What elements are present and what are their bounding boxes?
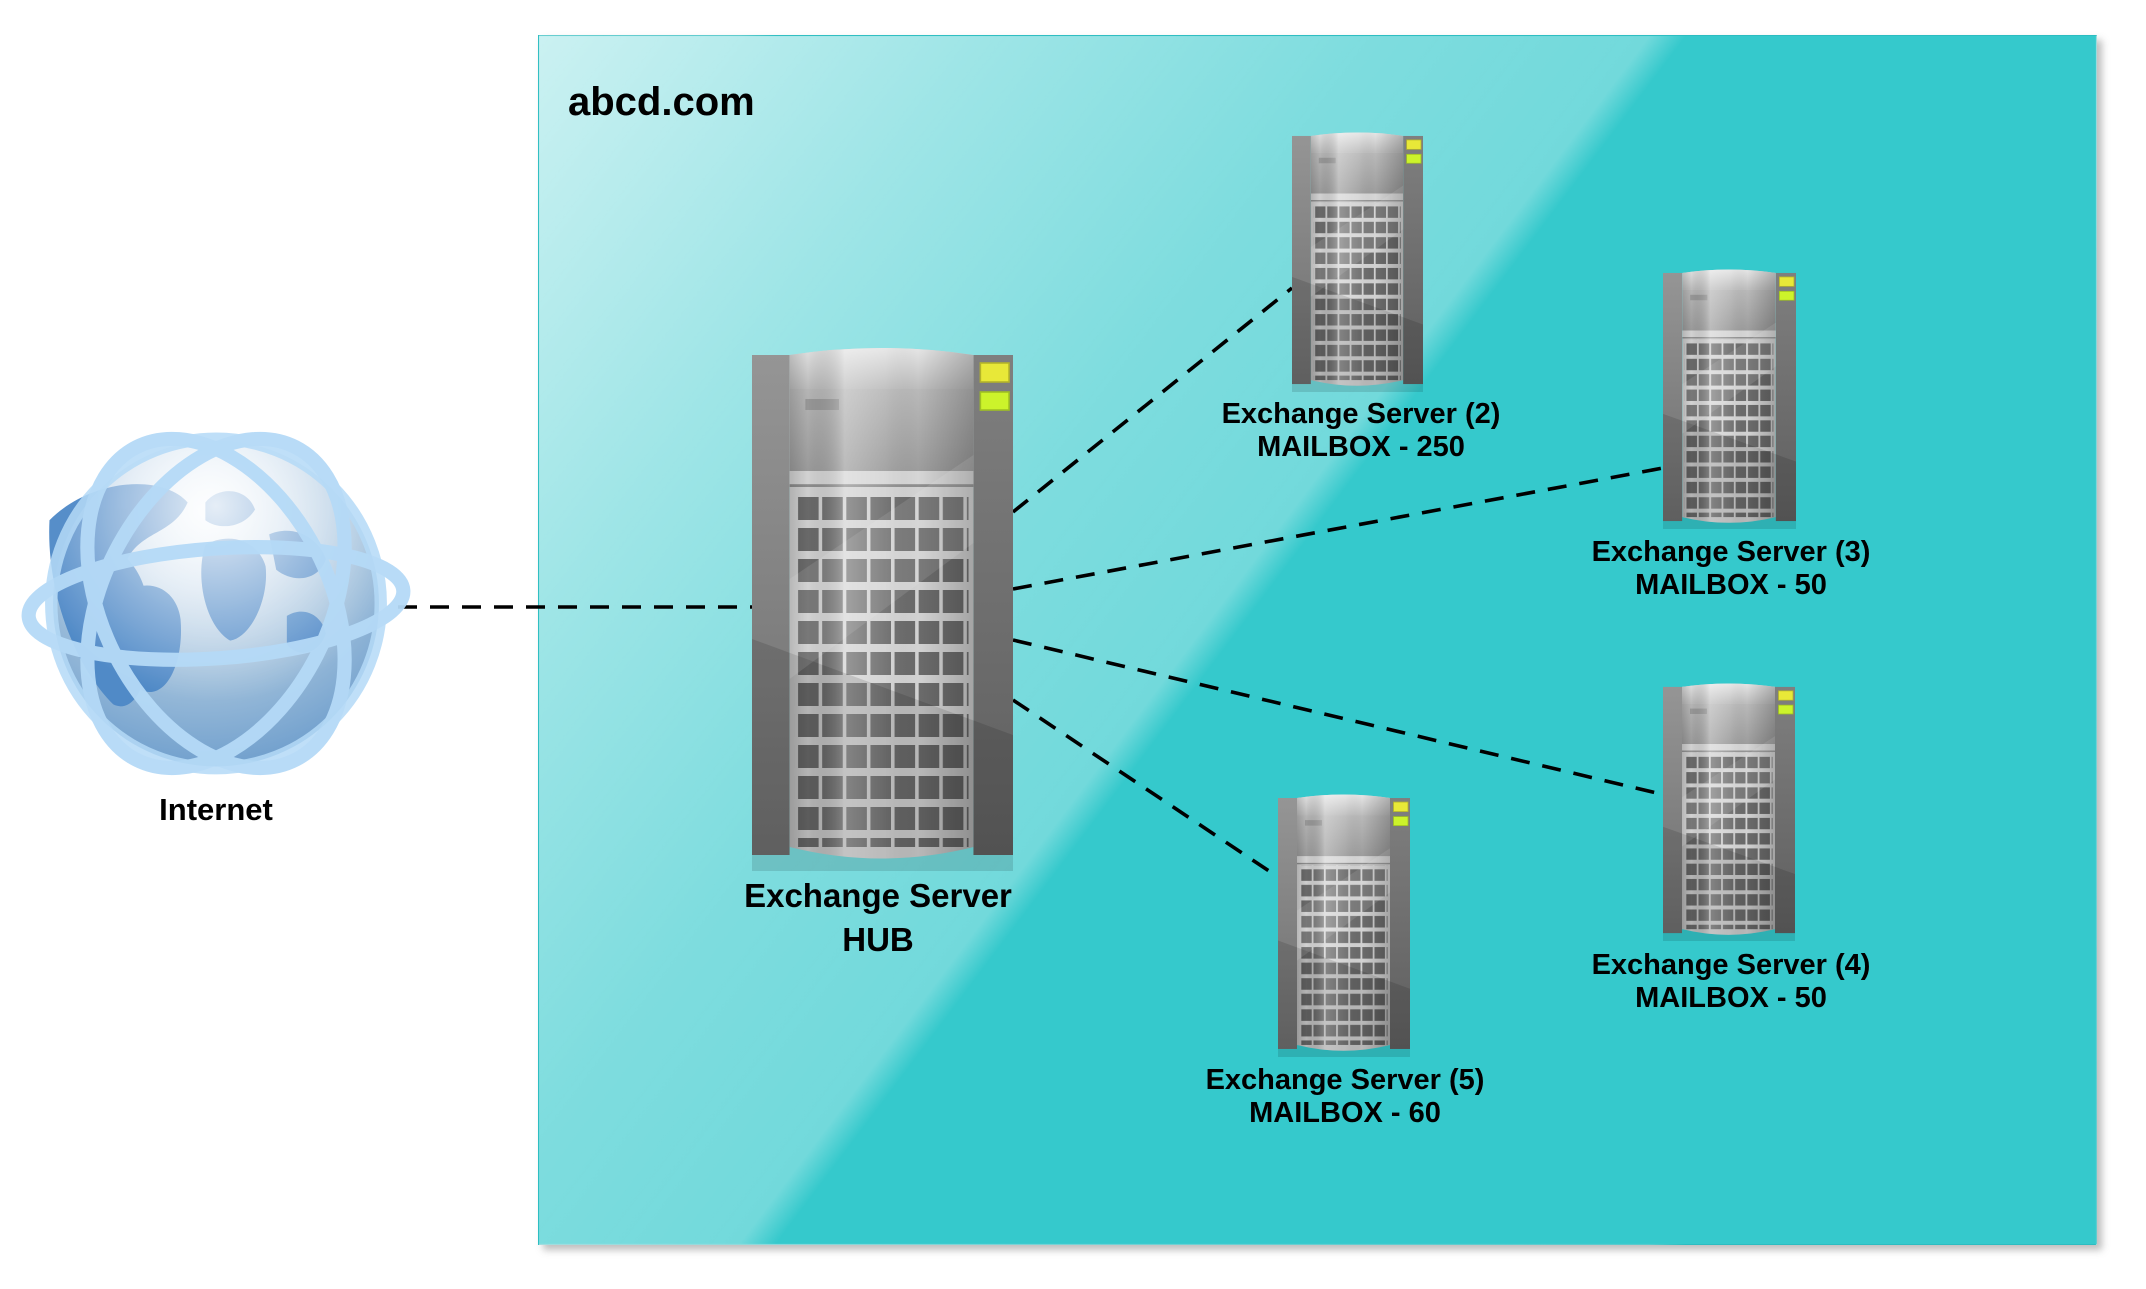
server5-mailbox: MAILBOX - 60 <box>1249 1097 1441 1129</box>
server2-mailbox: MAILBOX - 250 <box>1257 431 1465 463</box>
internet-label: Internet <box>159 792 273 827</box>
server5-node <box>1278 792 1410 1057</box>
server3-mailbox: MAILBOX - 50 <box>1635 569 1827 601</box>
server4-label: Exchange Server (4) MAILBOX - 50 <box>1582 949 1880 1015</box>
hub-server-node <box>752 343 1013 871</box>
server3-node <box>1663 267 1796 529</box>
hub-name-line1: Exchange Server <box>744 877 1012 914</box>
server-tower-icon <box>1663 267 1796 529</box>
server-tower-icon <box>1663 681 1795 941</box>
server4-mailbox: MAILBOX - 50 <box>1635 982 1827 1014</box>
hub-server-label: Exchange Server HUB <box>678 874 1078 962</box>
server4-name: Exchange Server (4) <box>1591 949 1871 981</box>
internet-node <box>21 421 411 793</box>
globe-icon <box>21 431 411 776</box>
server-tower-icon <box>752 343 1013 871</box>
server-tower-icon <box>1278 792 1410 1057</box>
domain-label: abcd.com <box>568 80 755 124</box>
server3-name: Exchange Server (3) <box>1591 536 1871 568</box>
hub-name-line2: HUB <box>842 921 914 958</box>
server-tower-icon <box>1292 130 1423 392</box>
server2-name: Exchange Server (2) <box>1221 398 1501 430</box>
server5-name: Exchange Server (5) <box>1205 1064 1485 1096</box>
server2-label: Exchange Server (2) MAILBOX - 250 <box>1212 398 1510 464</box>
server3-label: Exchange Server (3) MAILBOX - 50 <box>1582 536 1880 602</box>
server5-label: Exchange Server (5) MAILBOX - 60 <box>1196 1064 1494 1130</box>
server4-node <box>1663 681 1795 941</box>
server2-node <box>1292 130 1423 392</box>
